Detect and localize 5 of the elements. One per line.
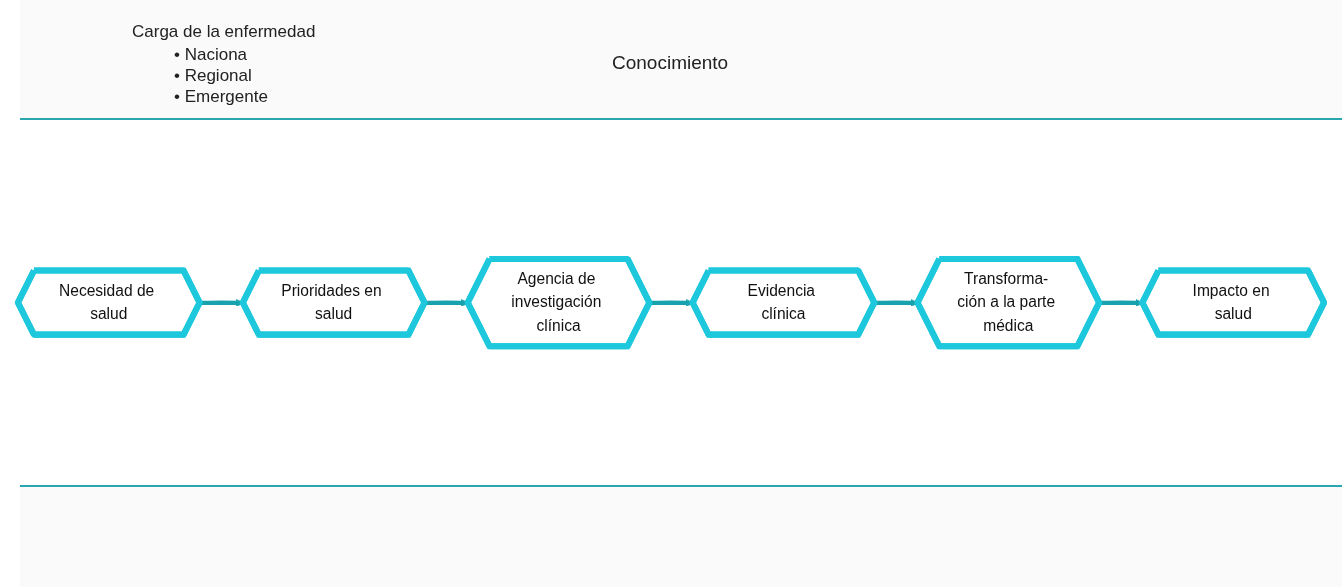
bullet-item: • Emergente [174,86,269,107]
bullet-item: • Regional [174,65,253,86]
bullet-item: • Naciona [174,44,249,65]
list-heading: Carga de la enfermedad [132,22,316,42]
band-label: Conocimiento [612,52,729,74]
